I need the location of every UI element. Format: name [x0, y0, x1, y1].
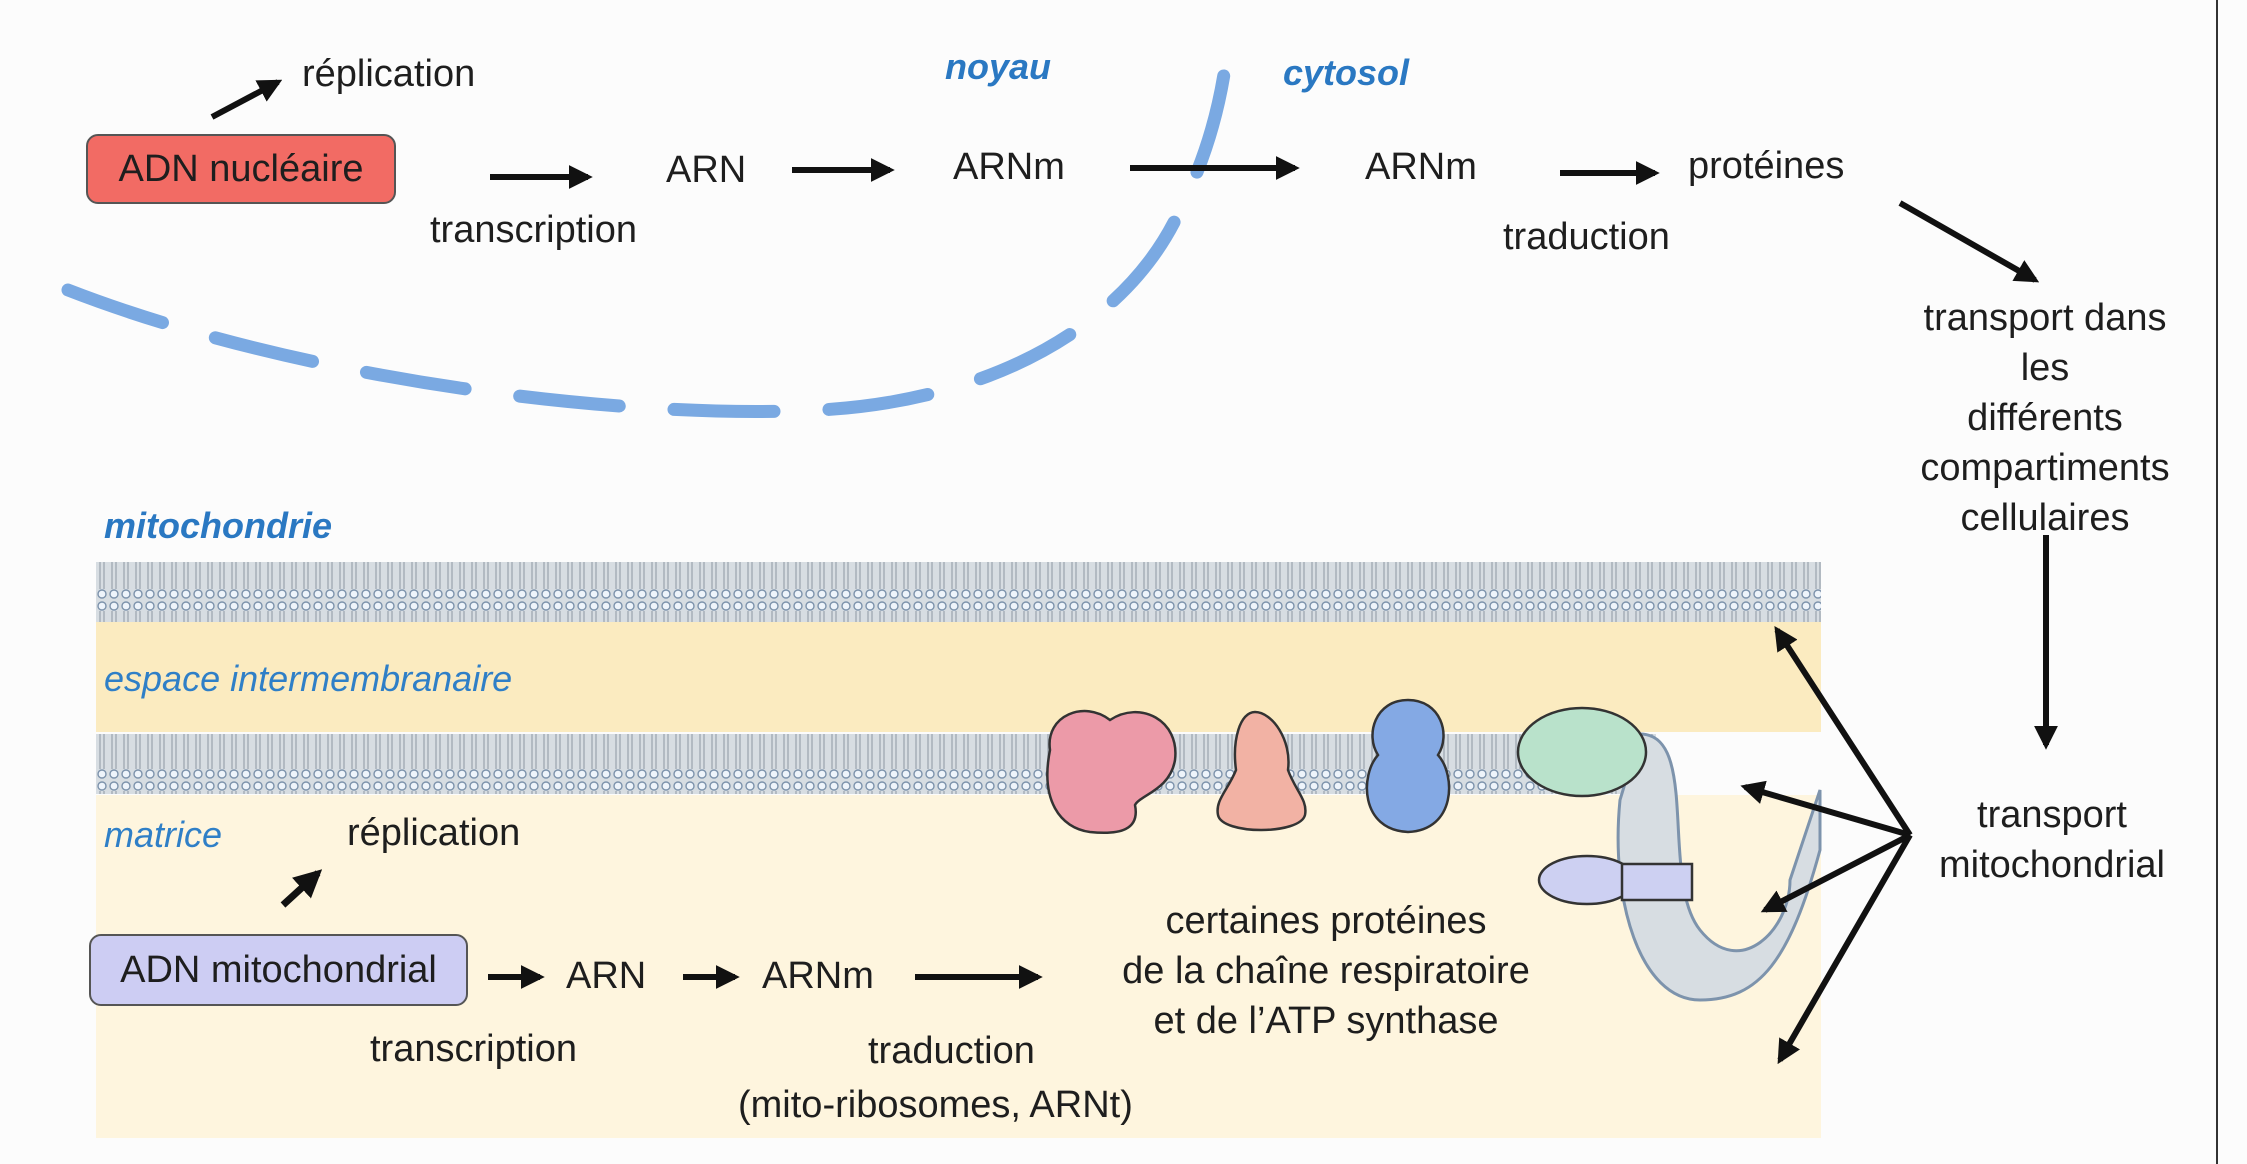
label-mito-translation-detail: (mito-ribosomes, ARNt): [738, 1084, 1133, 1126]
region-intermembrane: espace intermembranaire: [104, 658, 513, 699]
label-mrna-cytosol: ARNm: [1365, 146, 1477, 188]
nuclear-envelope: [61, 61, 1232, 418]
intermembrane-space: [96, 618, 1821, 732]
outer-membrane: [96, 562, 1821, 622]
arrow-fan-inner: [1760, 832, 1912, 913]
label-mito-mrna: ARNm: [762, 955, 874, 997]
label-rna: ARN: [666, 149, 747, 191]
region-mitochondrie: mitochondrie: [104, 505, 333, 546]
arrow-fan-outer: [1774, 625, 1913, 837]
arrow-mito-replication: [280, 869, 323, 908]
label-mrna-nucleus: ARNm: [953, 146, 1065, 188]
label-transport-cell: transport dans les différents compartime…: [1920, 297, 2170, 539]
atp-synthase: [1537, 854, 1694, 906]
label-mito-replication: réplication: [347, 812, 521, 854]
region-matrice: matrice: [104, 814, 223, 855]
crista: [1616, 732, 1822, 1002]
label-mito-transcription: transcription: [370, 1028, 577, 1070]
label-mito-rna: ARN: [566, 955, 647, 997]
label-mito-translation: traduction: [868, 1030, 1035, 1072]
complex-2: [1216, 710, 1307, 832]
region-cytosol: cytosol: [1283, 52, 1410, 93]
nuclear-dna-box: ADN nucléaire: [86, 134, 396, 204]
mito-dna-box: ADN mitochondrial: [89, 934, 468, 1006]
complex-3: [1365, 698, 1451, 834]
arrow-to-transport: [1898, 200, 2040, 283]
complex-4: [1516, 706, 1648, 798]
label-proteins: protéines: [1688, 145, 1845, 187]
arrow-fan-matrix: [1777, 833, 1913, 1065]
arrow-fan-inter: [1740, 780, 1911, 838]
label-replication: réplication: [302, 53, 476, 95]
region-noyau: noyau: [945, 46, 1052, 87]
label-translation: traduction: [1503, 216, 1670, 258]
label-transport-mito: transport mitochondrial: [1939, 794, 2165, 886]
complex-1: [1046, 709, 1177, 834]
label-mito-proteins: certaines protéines de la chaîne respira…: [1122, 900, 1530, 1042]
arrow-replication: [210, 79, 283, 120]
label-transcription: transcription: [430, 209, 637, 251]
